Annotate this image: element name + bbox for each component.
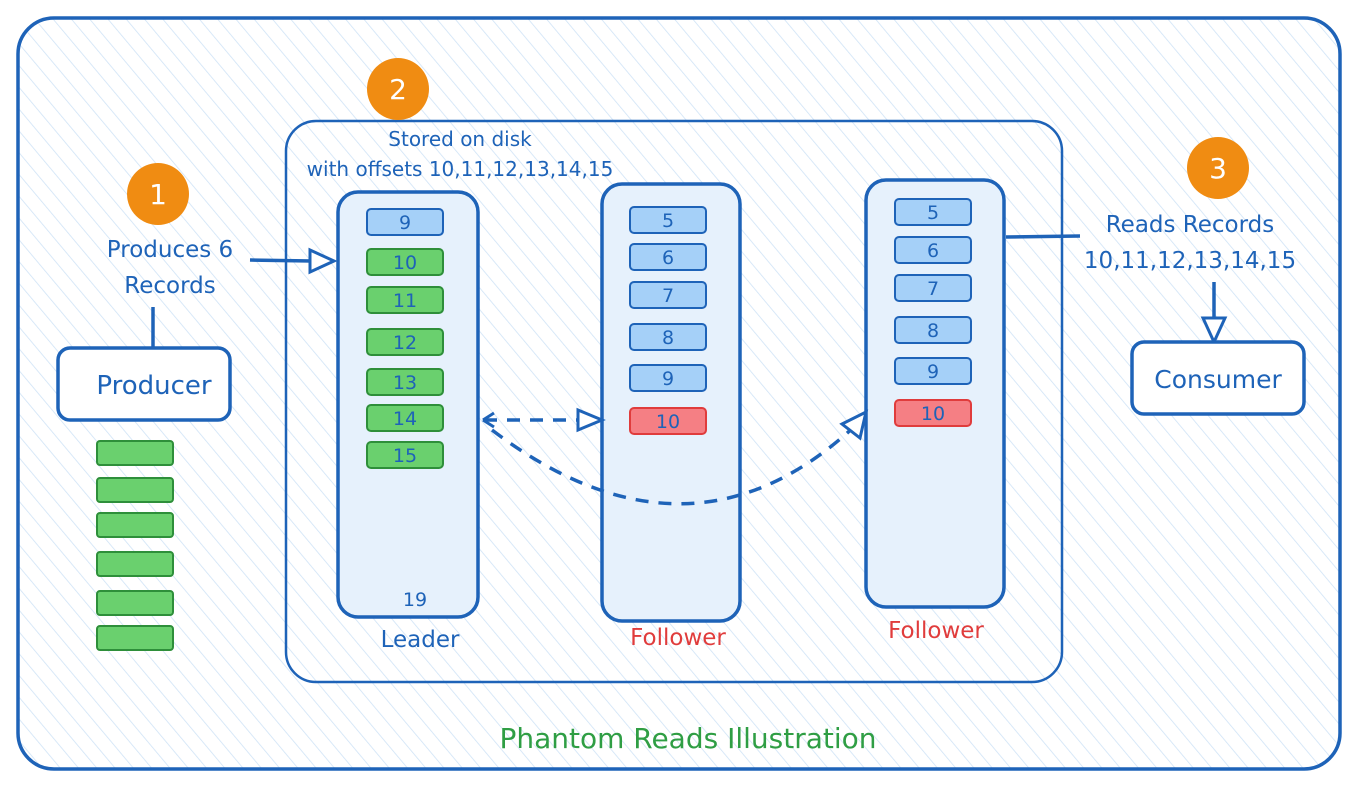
follower-1-record-value: 10 [656, 411, 680, 433]
leader-record-value: 11 [393, 290, 417, 312]
leader-record: 9 [366, 208, 444, 236]
producer-record [96, 590, 174, 616]
consumer-read-connector [1005, 234, 1081, 239]
follower-2-record: 5 [894, 198, 972, 226]
follower-1-record-value: 5 [662, 210, 674, 232]
follower-1-records: 5 6 7 8 9 10 [629, 206, 707, 435]
step-badge-2: 2 [367, 58, 429, 120]
follower-1-label: Follower [630, 625, 726, 651]
follower-1-record: 6 [629, 243, 707, 271]
leader-records: 9 10 11 12 13 14 15 [366, 208, 444, 469]
leader-record: 13 [366, 368, 444, 396]
follower-1-record: 10 [629, 407, 707, 435]
producer-record [96, 477, 174, 503]
follower-1-record-value: 7 [662, 285, 674, 307]
follower-1-record: 8 [629, 323, 707, 351]
follower-2-record-value: 6 [927, 240, 939, 262]
follower-1-record: 9 [629, 364, 707, 392]
replication-arrow-follower-2 [490, 409, 869, 506]
producer-caption-line-2: Records [124, 273, 215, 299]
leader-record: 12 [366, 328, 444, 356]
svg-text:3: 3 [1209, 152, 1227, 185]
follower-1-record: 5 [629, 206, 707, 234]
follower-2-record: 6 [894, 236, 972, 264]
consumer-caption-line-2: 10,11,12,13,14,15 [1084, 248, 1296, 274]
leader-record-value: 15 [393, 445, 417, 467]
leader-record: 15 [366, 441, 444, 469]
follower-2-record: 10 [894, 399, 972, 427]
producer-record [96, 512, 174, 538]
producer-caption-line-1: Produces 6 [107, 237, 233, 263]
follower-2-record-value: 5 [927, 202, 939, 224]
follower-2-record-value: 7 [927, 278, 939, 300]
leader-bottom-value: 19 [403, 589, 427, 611]
svg-text:1: 1 [149, 178, 167, 211]
consumer-label: Consumer [1154, 365, 1282, 394]
leader-record-value: 14 [393, 408, 417, 430]
follower-2-record-value: 10 [921, 403, 945, 425]
leader-record-value: 12 [393, 332, 417, 354]
leader-record-value: 13 [393, 372, 417, 394]
disk-container [284, 119, 1064, 684]
follower-1-record-value: 9 [662, 368, 674, 390]
consume-arrow [1200, 282, 1228, 346]
follower-1-record: 7 [629, 281, 707, 309]
consumer-box [1130, 340, 1306, 416]
producer-record [96, 625, 174, 651]
svg-text:2: 2 [389, 73, 407, 106]
consumer-caption-line-1: Reads Records [1106, 212, 1275, 238]
produce-arrow [249, 247, 338, 275]
producer-label: Producer [96, 371, 212, 401]
follower-2-record-value: 9 [927, 361, 939, 383]
producer-record [96, 551, 174, 577]
replication-arrow-follower-1 [482, 407, 606, 433]
leader-label: Leader [381, 627, 460, 653]
follower-1-record-value: 8 [662, 327, 674, 349]
follower-2-record: 8 [894, 316, 972, 344]
leader-record: 11 [366, 286, 444, 314]
leader-record: 10 [366, 248, 444, 276]
producer-record [96, 440, 174, 466]
follower-2-records: 5 6 7 8 9 10 [894, 198, 972, 427]
leader-record-value: 10 [393, 252, 417, 274]
follower-2-record: 7 [894, 274, 972, 302]
producer-records [96, 440, 174, 651]
disk-caption-line-1: Stored on disk [388, 127, 532, 151]
diagram-title: Phantom Reads Illustration [499, 722, 876, 755]
follower-2-label: Follower [888, 618, 984, 644]
follower-1-record-value: 6 [662, 247, 674, 269]
step-badge-3: 3 [1187, 137, 1249, 199]
leader-record: 14 [366, 404, 444, 432]
follower-2-record: 9 [894, 357, 972, 385]
leader-record-value: 9 [399, 212, 411, 234]
step-badge-1: 1 [127, 163, 189, 225]
disk-caption-line-2: with offsets 10,11,12,13,14,15 [307, 157, 614, 181]
producer-box [56, 346, 232, 422]
follower-2-record-value: 8 [927, 320, 939, 342]
